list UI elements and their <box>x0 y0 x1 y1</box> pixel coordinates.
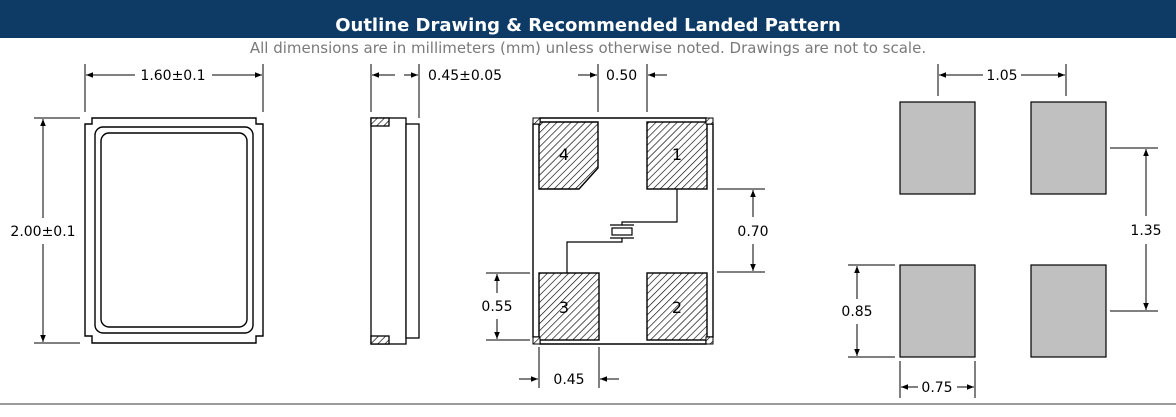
pad-2-label: 2 <box>672 298 682 317</box>
side-view-base <box>370 117 407 345</box>
land-pad-bottom-left <box>899 264 976 358</box>
land-pad-width-label: 0.75 <box>921 380 952 396</box>
side-view-terminal-bottom <box>370 335 390 345</box>
pad-1-label: 1 <box>672 145 682 164</box>
side-view <box>370 64 420 345</box>
top-width-label: 1.60±0.1 <box>140 68 205 84</box>
side-view-lid <box>405 123 420 339</box>
pad-4 <box>538 121 599 190</box>
crystal-symbol-icon <box>566 189 678 273</box>
pad-pitch-label: 0.70 <box>737 224 768 240</box>
pad-1 <box>646 121 708 190</box>
pad-2 <box>646 272 708 341</box>
pad-3-label: 3 <box>559 298 569 317</box>
side-thickness-label: 0.45±0.05 <box>428 68 502 84</box>
top-view-outline <box>84 117 264 344</box>
land-pad-height-label: 0.85 <box>841 304 872 320</box>
land-pattern <box>848 64 1158 398</box>
page-subtitle: All dimensions are in millimeters (mm) u… <box>249 39 927 57</box>
side-view-terminal-top <box>370 117 390 127</box>
top-height-label: 2.00±0.1 <box>10 224 75 240</box>
top-view <box>34 64 264 344</box>
pad-4-label: 4 <box>559 145 569 164</box>
bottom-view <box>486 64 765 388</box>
top-view-lid-inner <box>100 132 248 328</box>
land-vertical-pitch-label: 1.35 <box>1130 223 1161 239</box>
pad-width-label: 0.45 <box>553 372 584 388</box>
top-view-lid-outer <box>94 126 254 334</box>
land-horizontal-pitch-label: 1.05 <box>986 68 1017 84</box>
land-pad-bottom-right <box>1030 264 1107 358</box>
pad-spacing-label: 0.50 <box>606 68 637 84</box>
land-pad-top-left <box>899 101 976 195</box>
header-bar <box>0 0 1176 38</box>
land-pad-top-right <box>1030 101 1107 195</box>
pad-3 <box>538 272 600 341</box>
pad-height-label: 0.55 <box>481 299 512 315</box>
bottom-divider <box>0 403 1176 405</box>
page-title: Outline Drawing & Recommended Landed Pat… <box>335 15 841 36</box>
